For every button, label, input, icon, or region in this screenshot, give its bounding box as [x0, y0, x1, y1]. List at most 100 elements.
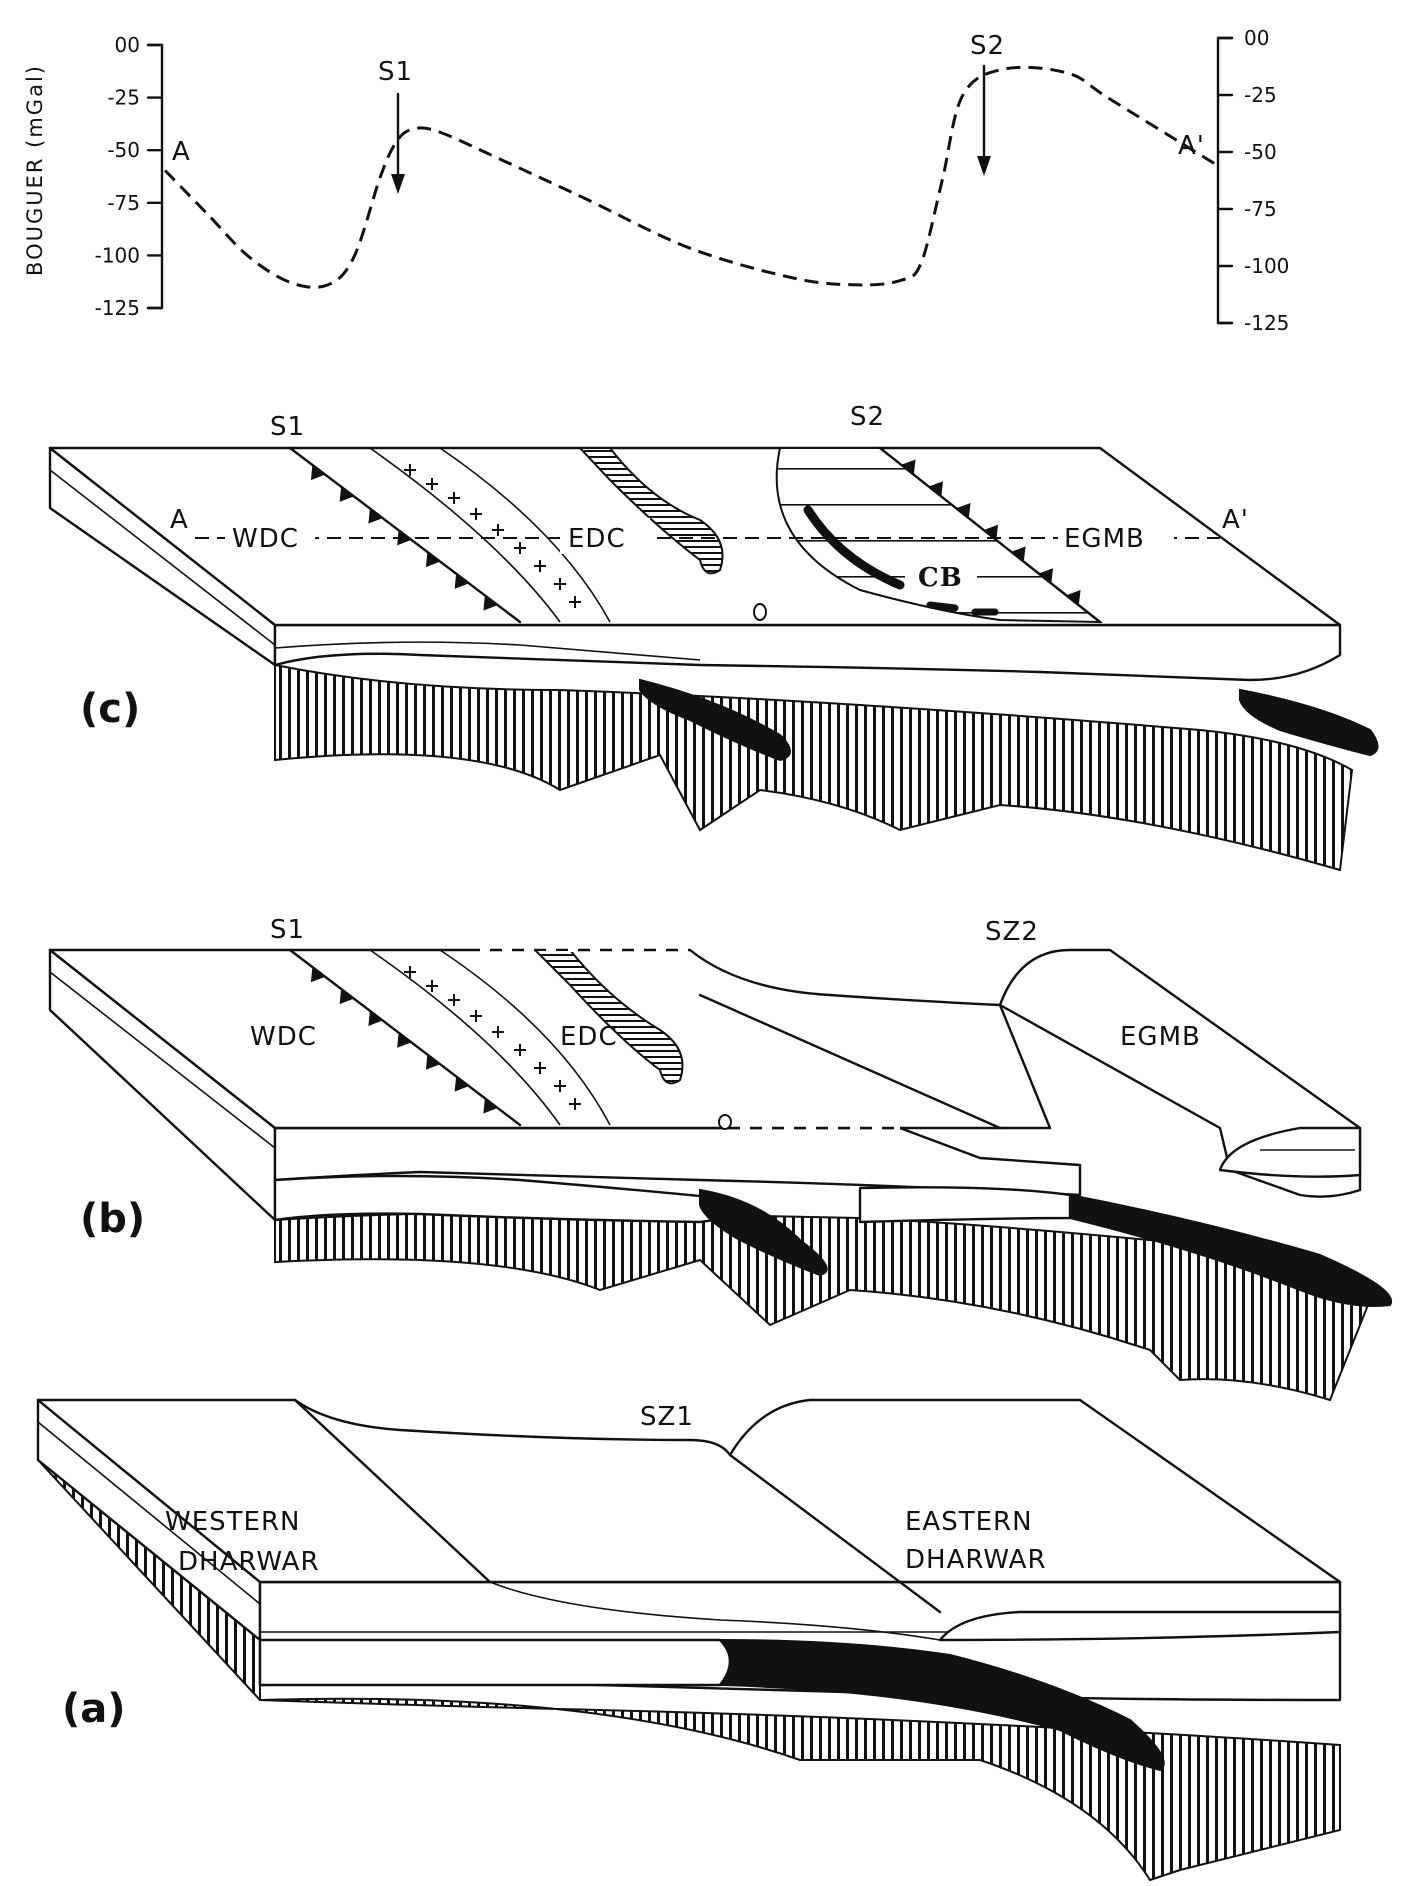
panel-b-letter: (b) [80, 1196, 145, 1242]
thrust-tooth [339, 988, 354, 1005]
mantle-stripes-c [49, 507, 1354, 872]
granite-cross [534, 560, 546, 572]
right-tick-label: -75 [1244, 197, 1277, 221]
egmb-label-bg-c [1058, 518, 1174, 554]
right-tick-label: -25 [1244, 83, 1277, 107]
panel-b-block: S1 SZ2 WDC EDC EGMB (b) [48, 915, 1393, 1402]
slab-a [717, 1638, 1165, 1772]
panel-b-edc: EDC [560, 1022, 618, 1052]
panel-a-west-2: DHARWAR [178, 1547, 320, 1577]
left-side-layer-line-b [49, 971, 276, 1149]
left-tick-label: -100 [95, 243, 140, 267]
s2-thrust-teeth-c [901, 459, 1081, 606]
panel-c-a: A [170, 505, 189, 535]
cb-belt-c [775, 447, 1103, 624]
cb-black-band-c [803, 505, 905, 590]
slab-2-b [1069, 1193, 1393, 1307]
panel-a-letter: (a) [62, 1686, 126, 1732]
granite-cross [569, 1098, 581, 1110]
western-margin-a [293, 1398, 492, 1584]
sz1-boundary-a [728, 1453, 942, 1614]
slab-1-c [639, 678, 791, 762]
left-side-layer-line-a [37, 1421, 261, 1605]
edc-east-boundary-b [698, 993, 1002, 1130]
thrust-tooth [454, 1076, 469, 1092]
schist-sliver-b [532, 949, 684, 1085]
granite-cross [492, 1026, 504, 1038]
s1-arrow-head [391, 174, 405, 194]
panel-c-edc: EDC [568, 524, 626, 554]
panel-c-a-prime: A' [1222, 505, 1249, 535]
granite-cross [426, 980, 438, 992]
front-crust-c [273, 623, 1342, 682]
front-layer-line-c [274, 641, 701, 661]
thrust-tooth [956, 503, 971, 519]
panel-b-sz2: SZ2 [985, 917, 1039, 947]
right-tick-label: 00 [1244, 26, 1269, 50]
right-tick-label: -100 [1244, 254, 1289, 278]
panel-c-s1: S1 [270, 412, 305, 442]
granite-cross [569, 596, 581, 608]
panel-b-s1: S1 [270, 915, 305, 945]
granite-belt-edge-1-b [369, 949, 561, 1126]
left-axis-ticks: 00-25-50-75-100-125 [95, 33, 164, 320]
thrust-tooth [339, 486, 354, 502]
thrust-tooth [368, 508, 383, 524]
thrust-tooth [454, 573, 469, 589]
front-crust-b-lower [273, 1174, 738, 1224]
panel-c-letter: (c) [80, 686, 140, 732]
granite-cross [448, 492, 460, 504]
granite-belt-edge-2-b [439, 949, 611, 1126]
y-axis-label: BOUGUER (mGal) [23, 64, 47, 276]
thrust-tooth [425, 1054, 441, 1070]
egmb-front-b [1218, 1126, 1362, 1178]
left-axis [146, 43, 164, 310]
granite-cross [404, 966, 416, 978]
right-tick-label: -125 [1244, 311, 1289, 335]
granite-crosses-b [404, 966, 581, 1110]
granite-cross [554, 1080, 566, 1092]
left-tick-label: -25 [107, 86, 140, 110]
profile-end-a-prime: A' [1178, 131, 1205, 161]
front-crust-b-mid [858, 1186, 1072, 1224]
thrust-tooth [425, 551, 441, 568]
thrust-tooth [310, 464, 326, 481]
s1-thrust-teeth-b [310, 967, 498, 1114]
panel-a-block: SZ1 WESTERN DHARWAR EASTERN DHARWAR (a) [36, 1398, 1342, 1882]
s1-arrow-label: S1 [378, 57, 413, 87]
thrust-tooth [928, 481, 944, 497]
cb-black-dashes-c [926, 601, 999, 616]
top-face-a [36, 1398, 1342, 1584]
thrust-tooth [310, 967, 326, 983]
granite-cross [470, 508, 482, 520]
panel-c-block: S1 S2 A A' WDC EDC EGMB CB (c) [48, 402, 1379, 872]
s2-arrow-head [977, 156, 991, 176]
schist-pod-c [753, 603, 767, 621]
panel-a-east-1: EASTERN [905, 1507, 1033, 1537]
panel-b-egmb: EGMB [1120, 1022, 1201, 1052]
panel-a-west-1: WESTERN [165, 1507, 300, 1537]
front-lower-a [258, 1638, 732, 1687]
eastern-front-lip-a [938, 1610, 1342, 1642]
schist-sliver-c [577, 447, 724, 575]
thrust-tooth [983, 524, 999, 540]
thrust-tooth [483, 595, 498, 611]
panel-c-wdc: WDC [232, 524, 299, 554]
thrust-tooth [1038, 568, 1054, 584]
s2-arrow-label: S2 [970, 31, 1005, 61]
granite-belt-edge-2-c [439, 447, 611, 623]
thrust-tooth [901, 459, 916, 475]
edc-label-bg-c [560, 518, 650, 554]
right-tick-label: -50 [1244, 140, 1277, 164]
left-side-layer-line-c [49, 469, 276, 646]
foreland-edge-a [489, 1581, 941, 1641]
mantle-stripes-a [37, 1459, 1341, 1882]
left-tick-label: -125 [95, 296, 140, 320]
wdc-label-bg-c [225, 518, 315, 554]
granite-cross [426, 478, 438, 490]
right-axis-ticks: 00 -25 -50 -75 -100 -125 [1216, 26, 1289, 335]
right-axis [1216, 36, 1234, 325]
granite-cross [534, 1062, 546, 1074]
profile-end-a: A [172, 137, 191, 167]
